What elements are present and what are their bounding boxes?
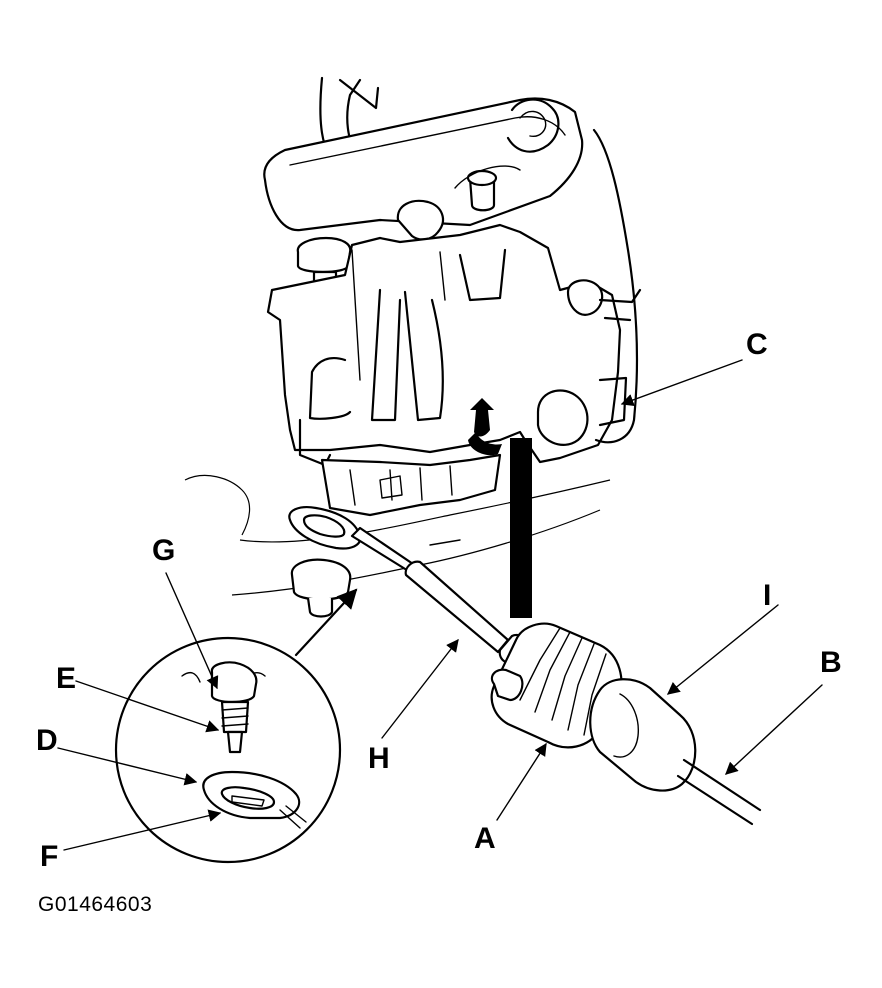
- leader-F: [63, 809, 222, 851]
- leader-D: [57, 747, 198, 786]
- callout-F: F: [40, 840, 58, 873]
- callout-B: B: [820, 646, 842, 679]
- cable-adjuster-housing: [490, 622, 762, 826]
- callout-labels: C I B A H G E D F: [36, 328, 842, 873]
- callout-I: I: [763, 579, 771, 612]
- cable-rod: [350, 526, 530, 665]
- callout-G: G: [152, 534, 175, 567]
- callout-E: E: [56, 662, 76, 695]
- leader-B: [725, 684, 823, 775]
- detail-inset: [114, 636, 342, 864]
- callout-A: A: [474, 822, 496, 855]
- leader-C: [620, 359, 743, 407]
- leader-G: [165, 572, 219, 690]
- cable-end-on-bracket: [288, 506, 362, 618]
- leader-A: [496, 742, 547, 821]
- leader-E: [75, 680, 220, 733]
- callout-H: H: [368, 742, 390, 775]
- callout-C: C: [746, 328, 768, 361]
- leader-lines: [57, 359, 823, 851]
- leader-I: [667, 604, 779, 695]
- leader-H: [381, 639, 459, 739]
- lever-bracket-assembly: [184, 76, 642, 618]
- callout-D: D: [36, 724, 58, 757]
- figure-id: G01464603: [38, 893, 153, 916]
- detail-reference-arrow: [294, 588, 358, 657]
